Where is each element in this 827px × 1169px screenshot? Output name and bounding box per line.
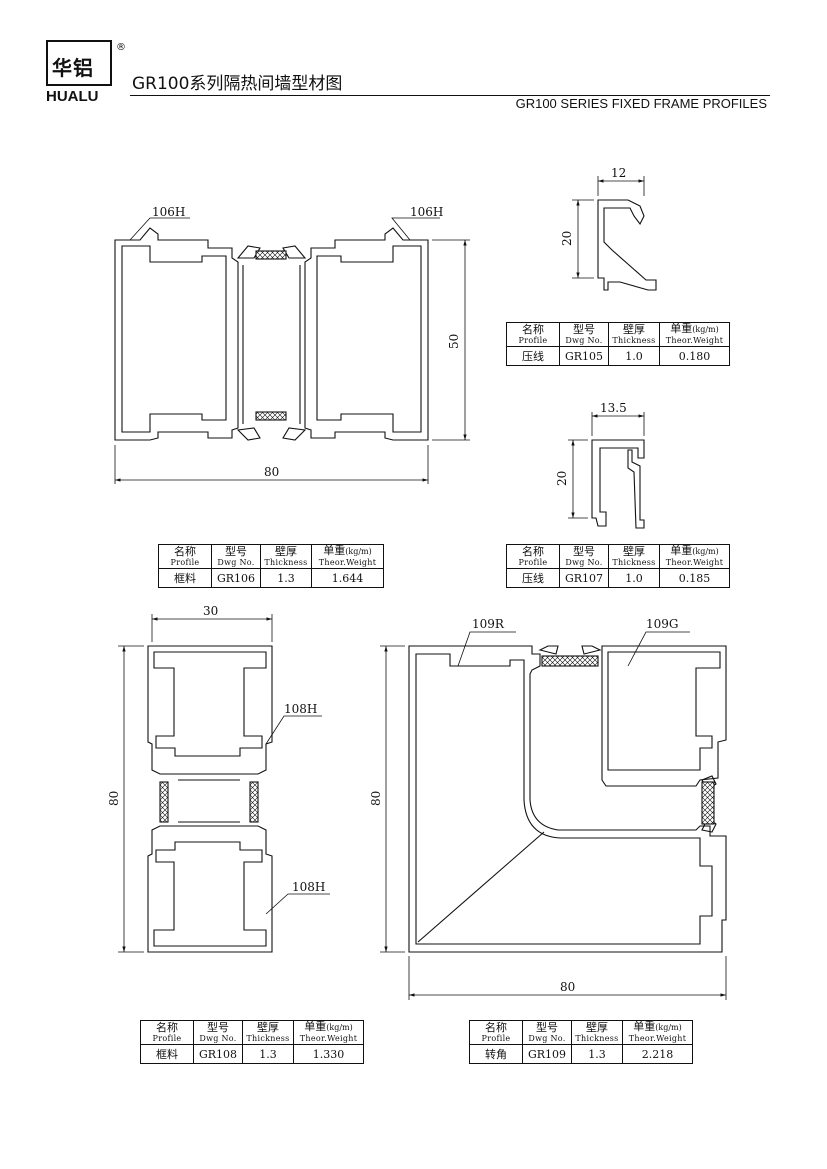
gr108-dim-height: 80 bbox=[107, 791, 121, 806]
gr109-strip-right bbox=[701, 781, 715, 825]
gr109-dim-width: 80 bbox=[560, 980, 575, 994]
gr109-dim-height: 80 bbox=[369, 791, 383, 806]
header-weight: 单重(kg/m)Theor.Weight bbox=[311, 544, 384, 569]
registered-mark: ® bbox=[116, 42, 126, 53]
header-weight: 单重(kg/m)Theor.Weight bbox=[659, 322, 730, 347]
gr109-label-left: 109R bbox=[472, 617, 505, 631]
gr107-name: 压线 bbox=[506, 568, 560, 588]
header-weight: 单重(kg/m)Theor.Weight bbox=[659, 544, 730, 569]
gr105-weight: 0.180 bbox=[659, 346, 730, 366]
gr109-strip-top bbox=[541, 655, 599, 667]
gr109-dwg: GR109 bbox=[522, 1044, 572, 1064]
gr106-dim-width: 80 bbox=[264, 465, 279, 479]
gr108-weight: 1.330 bbox=[293, 1044, 364, 1064]
gr105-dwg: GR105 bbox=[559, 346, 609, 366]
logo-chinese-text: 华铝 bbox=[52, 56, 94, 80]
page-title: GR100系列隔热间墙型材图 bbox=[132, 74, 343, 94]
gr108-thickness: 1.3 bbox=[242, 1044, 294, 1064]
gr109-name: 转角 bbox=[469, 1044, 523, 1064]
gr106-strip-top bbox=[255, 250, 287, 260]
gr109-label-right: 109G bbox=[646, 617, 679, 631]
title-divider bbox=[130, 95, 770, 96]
gr106-thickness: 1.3 bbox=[260, 568, 312, 588]
gr108-drawing bbox=[147, 645, 273, 953]
gr107-weight: 0.185 bbox=[659, 568, 730, 588]
logo-english-text: HUALU bbox=[46, 88, 99, 105]
gr107-drawing bbox=[591, 439, 645, 529]
gr107-dwg: GR107 bbox=[559, 568, 609, 588]
gr107-thickness: 1.0 bbox=[608, 568, 660, 588]
gr108-label-top: 108H bbox=[284, 702, 317, 716]
header-weight: 单重(kg/m)Theor.Weight bbox=[622, 1020, 693, 1045]
gr106-weight: 1.644 bbox=[311, 568, 384, 588]
header-weight: 单重(kg/m)Theor.Weight bbox=[293, 1020, 364, 1045]
gr105-dim-height: 20 bbox=[560, 231, 574, 246]
gr106-label-right: 106H bbox=[410, 205, 443, 219]
gr109-drawing bbox=[408, 645, 727, 953]
gr106-label-left: 106H bbox=[152, 205, 185, 219]
gr105-thickness: 1.0 bbox=[608, 346, 660, 366]
gr108-strip-right bbox=[249, 781, 259, 823]
gr107-dim-height: 20 bbox=[555, 471, 569, 486]
gr105-drawing bbox=[597, 199, 657, 291]
gr106-name: 框料 bbox=[158, 568, 212, 588]
gr107-dim-width: 13.5 bbox=[600, 401, 627, 415]
gr108-name: 框料 bbox=[140, 1044, 194, 1064]
gr105-name: 压线 bbox=[506, 346, 560, 366]
gr106-drawing bbox=[114, 227, 429, 441]
gr109-thickness: 1.3 bbox=[571, 1044, 623, 1064]
logo-mark bbox=[46, 40, 112, 86]
gr108-label-bottom: 108H bbox=[292, 880, 325, 894]
gr108-dwg: GR108 bbox=[193, 1044, 243, 1064]
gr106-dwg: GR106 bbox=[211, 568, 261, 588]
gr109-weight: 2.218 bbox=[622, 1044, 693, 1064]
gr106-strip-bottom bbox=[255, 411, 287, 421]
page-subtitle: GR100 SERIES FIXED FRAME PROFILES bbox=[515, 96, 767, 111]
gr105-dim-width: 12 bbox=[611, 166, 626, 180]
gr106-dim-height: 50 bbox=[447, 334, 461, 349]
gr108-strip-left bbox=[159, 781, 169, 823]
gr108-dim-width: 30 bbox=[203, 604, 218, 618]
